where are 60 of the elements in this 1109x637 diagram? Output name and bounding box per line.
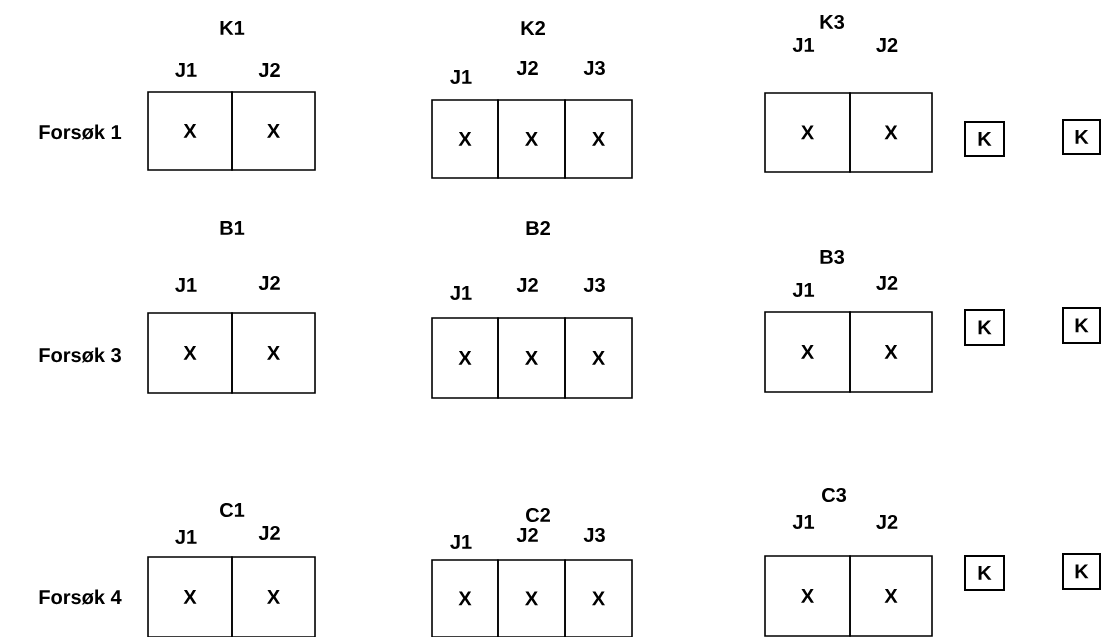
column-label: J1: [175, 530, 197, 544]
column-label: J2: [258, 525, 280, 541]
group-label: B3: [820, 249, 845, 265]
letter-box: K: [964, 121, 1005, 157]
group-label: C2: [526, 507, 550, 523]
table-cell: X: [849, 555, 933, 637]
table-cell: X: [564, 317, 633, 399]
letter-box: K: [964, 555, 1005, 591]
column-label: J2: [258, 275, 280, 291]
table-cell: X: [764, 92, 851, 173]
group-label: C3: [822, 487, 847, 503]
table-cell: X: [497, 559, 566, 637]
column-label: J3: [583, 527, 605, 543]
letter-box: K: [1062, 119, 1101, 155]
row-label: Forsøk 4: [39, 589, 122, 605]
column-label: J1: [792, 515, 815, 529]
table-cell: X: [497, 99, 566, 179]
column-label: J2: [516, 277, 538, 293]
table-cell: X: [147, 91, 233, 171]
column-label: J2: [516, 527, 538, 543]
table-cell: X: [564, 99, 633, 179]
group-label: C1: [220, 502, 245, 518]
letter-box: K: [1062, 307, 1101, 344]
column-label: J2: [516, 60, 538, 76]
table-cell: X: [231, 312, 316, 394]
column-label: J3: [583, 277, 605, 293]
table-cell: X: [497, 317, 566, 399]
column-label: J3: [583, 60, 605, 76]
table-cell: X: [147, 312, 233, 394]
table-cell: X: [764, 311, 851, 393]
table-cell: X: [147, 556, 233, 637]
column-label: J2: [876, 275, 898, 291]
group-label: K3: [820, 14, 845, 30]
column-label: J2: [876, 37, 898, 53]
column-label: J1: [450, 535, 472, 549]
group-label: K2: [521, 21, 545, 35]
column-label: J1: [450, 70, 472, 84]
table-cell: X: [231, 91, 316, 171]
group-label: B2: [526, 221, 550, 235]
column-label: J1: [450, 286, 472, 300]
table-cell: X: [849, 311, 933, 393]
table-cell: X: [431, 317, 499, 399]
column-label: J2: [876, 514, 898, 530]
column-label: J2: [258, 62, 280, 78]
table-cell: X: [431, 559, 499, 637]
table-cell: X: [849, 92, 933, 173]
row-label: Forsøk 3: [39, 347, 121, 363]
column-label: J1: [175, 63, 197, 77]
table-cell: X: [231, 556, 316, 637]
table-cell: X: [564, 559, 633, 637]
group-label: K1: [220, 21, 245, 35]
row-label: Forsøk 1: [39, 124, 122, 140]
letter-box: K: [1062, 553, 1101, 590]
table-cell: X: [764, 555, 851, 637]
column-label: J1: [792, 38, 815, 52]
letter-box: K: [964, 309, 1005, 346]
column-label: J1: [175, 278, 197, 292]
table-cell: X: [431, 99, 499, 179]
group-label: B1: [220, 221, 245, 235]
column-label: J1: [792, 283, 815, 297]
